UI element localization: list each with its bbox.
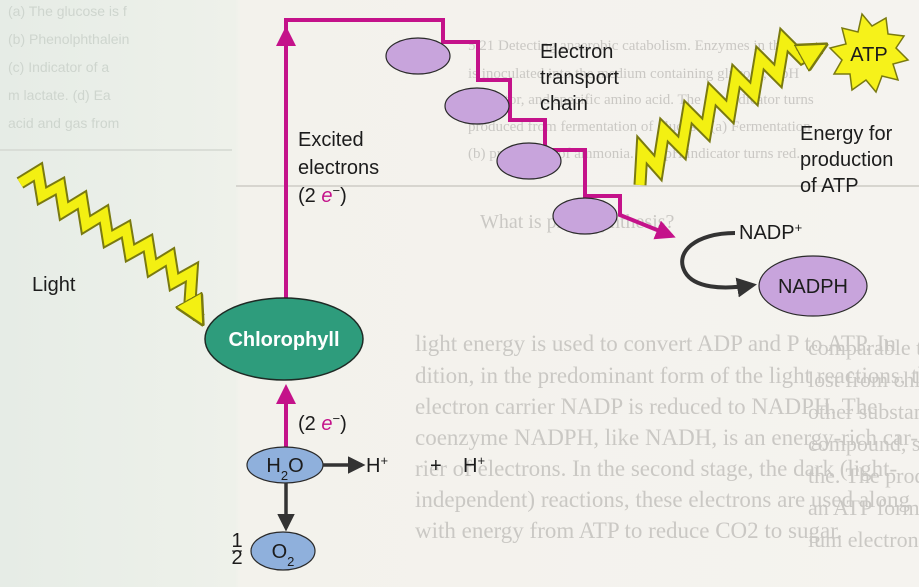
water-electron-count: (2 e−) <box>298 411 347 436</box>
bg-right-margin-line: other substance <box>808 399 919 424</box>
water-electron-close: ) <box>340 413 347 435</box>
oxygen-label: O2 <box>272 541 295 569</box>
atp-label: ATP <box>850 44 887 66</box>
bg-left-margin-line: (a) The glucose is f <box>8 3 127 19</box>
nadph-ellipse <box>758 255 868 317</box>
electron-symbol: e <box>321 185 332 207</box>
energy-label-line-2: production <box>800 149 893 171</box>
bg-right-column-line: produced from fermentation of glucose. (… <box>468 119 811 135</box>
plus-sign: + <box>430 455 442 477</box>
water-electron-charge: − <box>332 411 340 426</box>
chlorophyll-ellipse <box>204 297 364 381</box>
energy-bolt-fill <box>635 30 820 186</box>
light-lightning-bolt <box>16 161 199 318</box>
oxygen-ellipse <box>250 531 316 571</box>
water-h: H <box>266 455 280 477</box>
etc-carrier-1 <box>385 37 451 75</box>
background-page-text: 5.21 Detecting anaerobic catabolism. Enz… <box>0 3 919 552</box>
nadp-label: NADP+ <box>739 220 802 245</box>
etc-carrier-4 <box>552 197 618 235</box>
light-label: Light <box>32 274 76 296</box>
bg-right-column-line: indicator, and specific amino acid. The … <box>468 92 814 108</box>
energy-label-line-1: Energy for <box>800 123 893 145</box>
water-electron-symbol: e <box>321 413 332 435</box>
excited-label-line-2: electrons <box>298 157 379 179</box>
water-electron-open: (2 <box>298 413 321 435</box>
electron-count-open: (2 <box>298 185 321 207</box>
etc-label-line-2: transport <box>540 67 619 89</box>
bg-paragraph-line: rier of electrons. In the second stage, … <box>415 456 897 481</box>
nadp-text: NADP <box>739 222 795 244</box>
etc-label-line-1: Electron <box>540 41 613 63</box>
bg-right-margin-line: the. The produ <box>808 463 919 488</box>
bg-right-margin-line: ium electron <box>808 527 919 552</box>
electron-transport-chain <box>385 37 618 235</box>
oxygen-o: O <box>272 541 288 563</box>
bg-paragraph-line: dition, in the predominant form of the l… <box>415 363 919 388</box>
electron-charge: − <box>332 183 340 198</box>
bg-paragraph-line: coenzyme NADPH, like NADH, is an energy-… <box>415 425 918 450</box>
water-subscript: 2 <box>281 468 288 483</box>
chlorophyll-label: Chlorophyll <box>228 329 339 351</box>
excited-electron-path-arrow <box>284 18 676 305</box>
bg-paragraph-line: light energy is used to convert ADP and … <box>415 331 896 356</box>
bg-right-margin-line: compound, such <box>808 431 919 456</box>
proton-1-h: H <box>366 455 380 477</box>
bg-left-margin-line: (c) Indicator of a <box>8 59 109 75</box>
bg-paragraph-line: electron carrier NADP is reduced to NADP… <box>415 394 877 419</box>
electron-count-close: ) <box>340 185 347 207</box>
proton-2-charge: + <box>477 453 485 468</box>
atp-starburst <box>828 12 910 94</box>
half-numerator: 1 <box>231 530 242 552</box>
nadp-to-nadph-curve-arrow <box>680 231 757 298</box>
energy-label-line-3: of ATP <box>800 175 859 197</box>
bg-right-column-line: is inoculated into the medium containing… <box>468 66 799 82</box>
nadp-charge: + <box>795 220 803 235</box>
light-bolt-fill <box>17 164 199 318</box>
bg-right-column-line: 5.21 Detecting anaerobic catabolism. Enz… <box>468 38 787 54</box>
bg-right-margin-line: an ATP forme <box>808 495 919 520</box>
oxygen-subscript: 2 <box>287 554 294 569</box>
bg-right-margin-line: lost from chlor <box>808 367 919 392</box>
energy-lightning-bolt <box>633 26 820 186</box>
proton-1: H+ <box>366 453 388 478</box>
bg-left-margin-line: acid and gas from <box>8 115 119 131</box>
excited-label-line-1: Excited <box>298 129 364 151</box>
nadph-label: NADPH <box>778 276 848 298</box>
proton-2-h: H <box>463 455 477 477</box>
proton-1-charge: + <box>380 453 388 468</box>
bg-right-margin-line: comparable to <box>808 335 919 360</box>
etc-carrier-2 <box>444 87 510 125</box>
bg-left-margin-line: m lactate. (d) Ea <box>8 87 111 103</box>
half-denominator: 2 <box>231 547 242 569</box>
bg-paragraph-line: independent) reactions, these electrons … <box>415 487 910 512</box>
etc-label-line-3: chain <box>540 93 588 115</box>
water-label: H2O <box>266 455 303 483</box>
water-o: O <box>288 455 304 477</box>
etc-carrier-3 <box>496 142 562 180</box>
excited-electron-count: (2 e−) <box>298 183 347 208</box>
proton-2: H+ <box>463 453 485 478</box>
bg-left-margin-line: (b) Phenolphthalein <box>8 31 129 47</box>
bg-paragraph-line: with energy from ATP to reduce CO2 to su… <box>415 518 842 543</box>
